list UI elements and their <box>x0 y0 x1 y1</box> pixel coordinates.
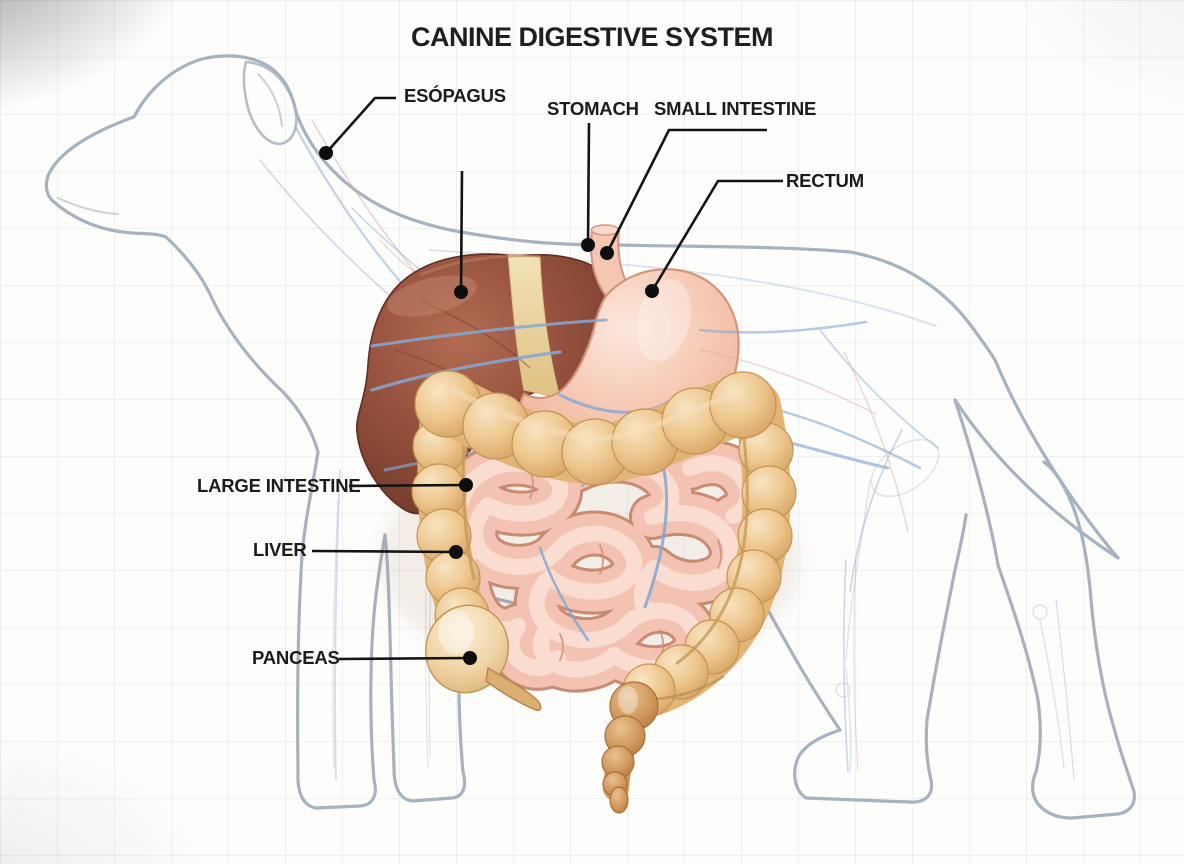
rectum-shape <box>601 681 659 814</box>
label-stomach: STOMACH <box>547 98 639 119</box>
label-pancreas: PANCEAS <box>252 647 340 668</box>
label-large-intestine: LARGE INTESTINE <box>197 475 361 496</box>
diagram-title: CANINE DIGESTIVE SYSTEM <box>410 22 774 52</box>
leader-esophagus <box>319 96 396 160</box>
label-small-intestine: SMALL INTESTINE <box>654 98 817 119</box>
label-rectum: RECTUM <box>786 170 864 191</box>
label-liver: LIVER <box>253 539 307 560</box>
label-esophagus: ESÓPAGUS <box>404 85 506 106</box>
